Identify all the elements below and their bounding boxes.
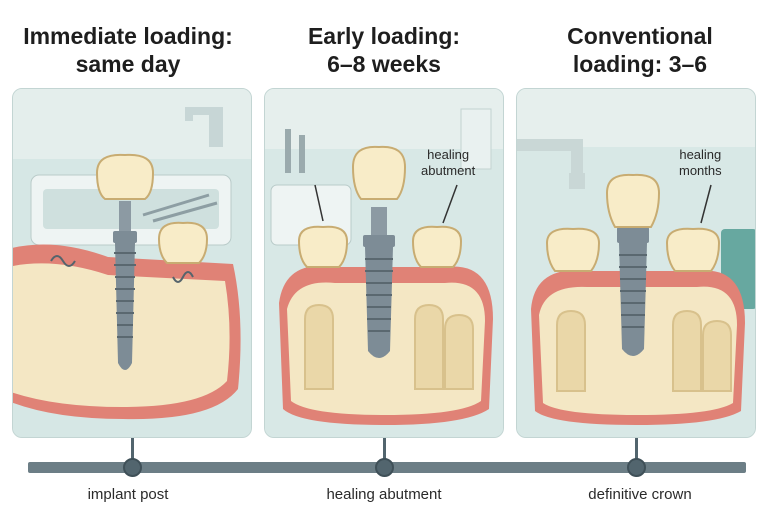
crown-icon: [605, 173, 661, 228]
faucet-icon: [185, 107, 223, 147]
timeline-connector: [383, 438, 386, 460]
callout-line: healing: [427, 147, 470, 162]
tooth-icon: [545, 227, 601, 272]
stage-title-conventional: Conventional loading: 3–6: [512, 22, 768, 78]
timeline-node-conventional: [627, 458, 646, 477]
stage-title-line: Early loading:: [307, 23, 461, 49]
faucet-icon: [517, 139, 585, 189]
callout-line: months: [679, 163, 722, 178]
conventional-loading-illustration: [517, 89, 755, 437]
callout-healing-abutment: healing abutment: [421, 147, 475, 179]
callout-healing-months: healing months: [679, 147, 722, 179]
timeline-label-implant-post: implant post: [87, 486, 169, 503]
timeline-connector: [635, 438, 638, 460]
tooth-icon: [297, 225, 349, 268]
timeline-connector: [131, 438, 134, 460]
panel-conventional-loading: healing months: [516, 88, 756, 438]
stage-title-immediate: Immediate loading: same day: [0, 22, 256, 78]
stage-title-line: 6–8 weeks: [327, 51, 441, 77]
immediate-loading-illustration: [13, 89, 251, 437]
suture-icon: [50, 255, 194, 283]
implant-icon: [363, 207, 395, 358]
tooth-icon: [665, 227, 721, 272]
callout-line: healing: [679, 147, 722, 162]
crown-icon: [95, 153, 155, 200]
timeline-label-definitive-crown: definitive crown: [588, 486, 692, 503]
tooth-icon: [157, 221, 209, 264]
tooth-icon: [411, 225, 463, 268]
stage-title-line: Conventional: [567, 23, 713, 49]
early-loading-illustration: [265, 89, 503, 437]
stage-title-line: Immediate loading:: [23, 23, 233, 49]
implant-icon: [113, 201, 137, 370]
stage-title-line: loading: 3–6: [572, 51, 708, 77]
stage-title-early: Early loading: 6–8 weeks: [256, 22, 512, 78]
implant-icon: [617, 227, 649, 356]
timeline-label-healing-abutment: healing abutment: [326, 486, 442, 503]
panel-immediate-loading: [12, 88, 252, 438]
crown-icon: [351, 145, 407, 200]
panel-early-loading: healing abutment: [264, 88, 504, 438]
timeline-node-early: [375, 458, 394, 477]
stage-title-line: same day: [75, 51, 181, 77]
timeline-node-immediate: [123, 458, 142, 477]
callout-line: abutment: [421, 163, 476, 178]
